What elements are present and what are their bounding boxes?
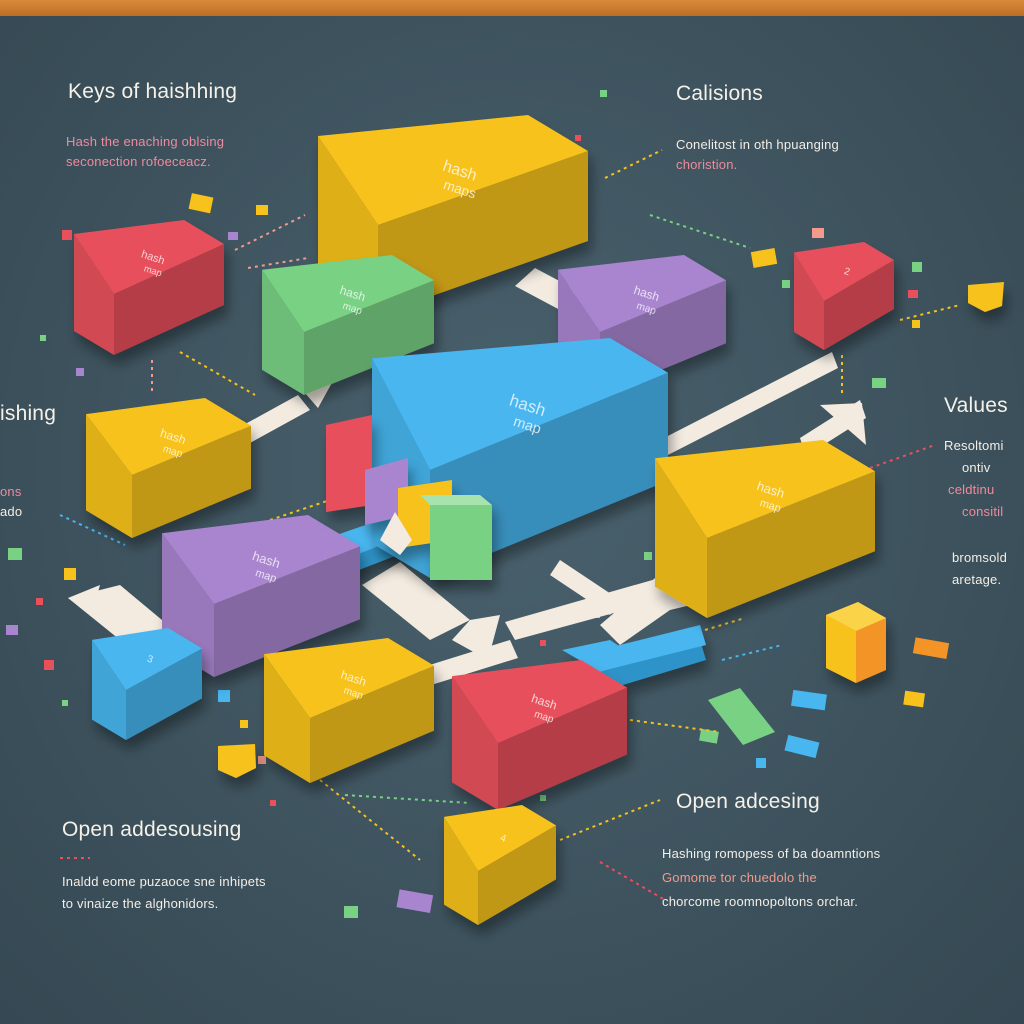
keys-of-hashing-title: Keys of haishhing (68, 80, 238, 103)
collisions-title: Calisions (676, 82, 763, 105)
yellow-block-4: 4 (444, 805, 556, 925)
hash-map-block-purple-bottom-right-face (214, 546, 360, 677)
hash-map-block-yellow-top-top-face (318, 115, 588, 225)
dashed-connectors (59, 149, 961, 901)
hash-map-block-red-left-left-face (74, 234, 114, 355)
keys-of-hashing-desc-1: Hash the enaching oblsing (66, 134, 225, 149)
open-addressing-right-desc-2: Gomome tor chuedolo the (662, 870, 817, 885)
hash-map-block-yellow-right-left-face (655, 458, 707, 618)
hash-map-block-green-right-face (304, 280, 434, 395)
collisions-desc-1: Conelitost in oth hpuanging (676, 137, 839, 152)
hash-map-block-red-bottom-left-face (452, 676, 498, 810)
hash-map-block-yellow-right-top-face (655, 440, 875, 538)
red-block-2-top-face (794, 242, 894, 301)
blue-block-3-label: 3 (146, 654, 155, 666)
hash-map-block-red-bottom-right-face (498, 687, 627, 810)
values-title: Values (944, 394, 1008, 417)
hash-map-block-purple-top-top-face (558, 255, 726, 332)
values-desc-2: ontiv (962, 460, 991, 475)
open-addressing-right-desc-3: chorcome roomnopoltons orchar. (662, 894, 859, 909)
wooden-table-edge (0, 0, 1024, 18)
hash-map-block-yellow-right-right-face (707, 471, 875, 618)
blue-block-3: 3 (92, 628, 202, 740)
open-addressing-left-desc-2: to vinaize the alghonidors. (62, 896, 219, 911)
open-addressing-right-desc-1: Hashing romopess of ba doamntions (662, 846, 881, 861)
hash-map-block-red-bottom-top-face (452, 660, 627, 743)
hash-map-block-yellow-bottom-right-face (310, 665, 434, 783)
confetti-dots (6, 90, 950, 918)
hash-map-block-yellow-left-top-face (86, 398, 251, 475)
hashing-desc-1: ons (0, 484, 22, 499)
hash-map-block-green-top-face (262, 255, 434, 332)
hash-map-blocks: hashmapshashmaphashmaphashmap2hashmaphas… (74, 115, 894, 925)
blue-block-3-right-face (126, 648, 202, 740)
open-addressing-right-title: Open adcesing (676, 790, 820, 813)
yellow-block-4-top-face (444, 805, 556, 871)
hash-map-block-yellow-top-right-face (378, 151, 588, 315)
values-desc-3: celdtinu (948, 482, 995, 497)
keys-of-hashing-desc-2: seconection rofoeceacz. (66, 154, 211, 169)
collisions-desc-2: choristion. (676, 157, 738, 172)
yellow-block-4-left-face (444, 816, 478, 925)
blue-block-3-top-face (92, 628, 202, 690)
red-block-2: 2 (794, 242, 894, 350)
yellow-block-4-label: 4 (499, 833, 508, 845)
hash-map-block-yellow-left-left-face (86, 414, 132, 538)
values-desc-5: bromsold (952, 550, 1008, 565)
values-desc-4: consitil (962, 504, 1004, 519)
hash-map-block-red-left-top-face (74, 220, 224, 294)
hash-map-block-green-left-face (262, 269, 304, 395)
hash-map-block-red-left-right-face (114, 244, 224, 355)
values-desc-6: aretage. (952, 572, 1002, 587)
hashing-desc-2: ado (0, 504, 23, 519)
hashing-title: ishing (0, 402, 57, 425)
hash-map-block-purple-bottom-top-face (162, 515, 360, 604)
hash-map-block-yellow-left-right-face (132, 425, 251, 538)
hash-map-block-yellow-bottom-left-face (264, 654, 310, 783)
blue-block-3-left-face (92, 639, 126, 740)
hash-map-block-blue-center-top-face (372, 338, 668, 470)
yellow-block-4-right-face (478, 825, 556, 925)
open-addressing-left-title: Open addesousing (62, 818, 242, 841)
hash-map-block-yellow-bottom-top-face (264, 638, 434, 718)
red-block-2-right-face (824, 260, 894, 350)
red-block-2-label: 2 (842, 266, 851, 278)
red-block-2-left-face (794, 252, 824, 350)
values-desc-1: Resoltomi (944, 438, 1004, 453)
open-addressing-left-desc-1: Inaldd eome puzaoce sne inhipets (62, 874, 266, 889)
central-cluster (326, 415, 492, 580)
